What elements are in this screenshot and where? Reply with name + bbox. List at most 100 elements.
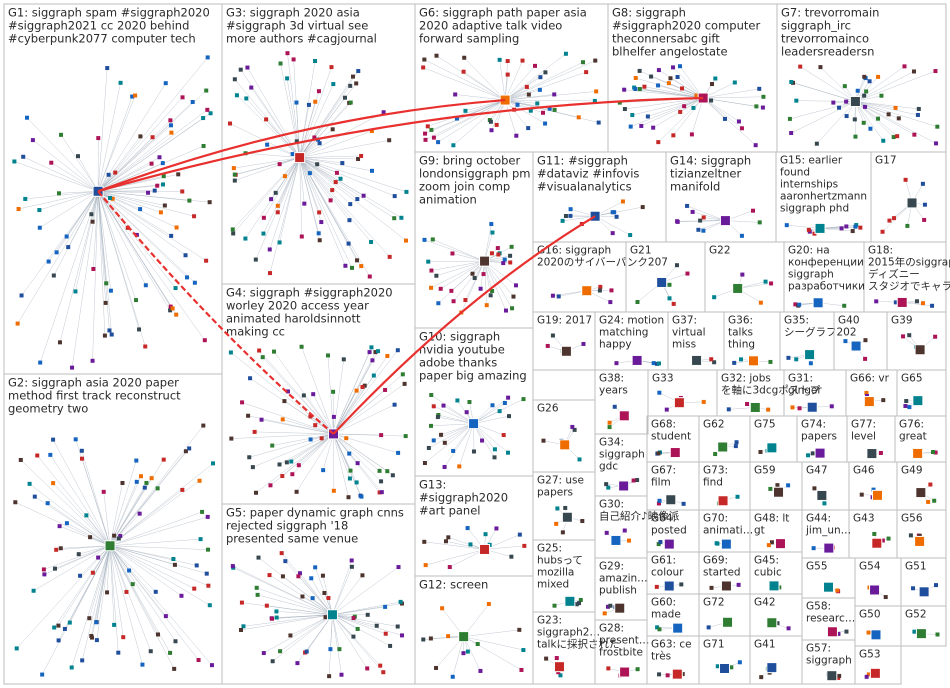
node-marker (489, 222, 493, 226)
node-marker (134, 459, 138, 463)
node-marker (48, 453, 52, 457)
node-marker (422, 540, 426, 544)
node-marker (383, 605, 387, 609)
node-marker (745, 402, 749, 406)
node-marker (564, 214, 568, 218)
node-marker (156, 486, 160, 490)
node-marker (887, 112, 891, 116)
node-marker (930, 304, 934, 308)
node-marker (903, 404, 907, 408)
node-marker (347, 242, 351, 246)
node-marker (912, 133, 916, 137)
node-marker (261, 355, 265, 359)
cluster-label-g71: G71 (703, 639, 725, 651)
node-marker (187, 446, 191, 450)
cluster-label-g12: G12: screen (419, 578, 488, 592)
node-marker (343, 264, 347, 268)
hub-node (907, 198, 917, 208)
hub-node (562, 512, 572, 522)
node-marker (181, 95, 185, 99)
node-marker (329, 198, 333, 202)
node-marker (921, 182, 925, 186)
node-marker (20, 293, 24, 297)
node-marker (554, 522, 558, 526)
node-marker (634, 76, 638, 80)
hub-node (913, 396, 923, 406)
node-marker (112, 623, 116, 627)
cluster-label-g3: G3: siggraph 2020 asia#siggraph 3d virtu… (226, 6, 377, 46)
hub-node (815, 448, 825, 458)
node-marker (208, 200, 212, 204)
node-marker (49, 161, 53, 165)
node-marker (210, 663, 214, 667)
hub-node (775, 539, 785, 549)
node-marker (432, 136, 436, 140)
node-marker (239, 628, 243, 632)
node-marker (388, 644, 392, 648)
node-marker (171, 557, 175, 561)
node-marker (187, 199, 191, 203)
node-marker (278, 162, 282, 166)
node-marker (109, 289, 113, 293)
node-marker (732, 361, 736, 365)
node-marker (384, 632, 388, 636)
node-marker (229, 350, 233, 354)
cluster-label-g55: G55 (806, 561, 828, 573)
node-marker (121, 635, 125, 639)
node-marker (608, 425, 612, 429)
node-marker (331, 390, 335, 394)
node-marker (326, 596, 330, 600)
node-marker (192, 587, 196, 591)
node-marker (139, 474, 143, 478)
hub-node (870, 668, 880, 678)
node-marker (38, 226, 42, 230)
node-marker (245, 66, 249, 70)
hub-node (692, 355, 702, 365)
node-marker (375, 624, 379, 628)
node-marker (740, 126, 744, 130)
hub-node (733, 283, 743, 293)
cluster-label-g11: G11: #siggraph#dataviz #infovis#visualan… (537, 154, 639, 194)
hub-node (672, 669, 682, 679)
node-marker (628, 233, 632, 237)
node-marker (169, 131, 173, 135)
node-marker (527, 93, 531, 97)
node-marker (581, 60, 585, 64)
node-marker (429, 393, 433, 397)
node-marker (446, 535, 450, 539)
cluster-label-g17: G17 (875, 155, 897, 167)
hub-node (720, 216, 730, 226)
node-marker (255, 586, 259, 590)
node-marker (901, 334, 905, 338)
cluster-label-g65: G65 (901, 373, 923, 385)
hub-node (850, 96, 860, 106)
node-marker (510, 306, 514, 310)
cluster-label-g22: G22 (709, 245, 731, 257)
node-marker (678, 110, 682, 114)
node-marker (289, 460, 293, 464)
node-marker (710, 82, 714, 86)
node-marker (396, 451, 400, 455)
node-marker (57, 191, 61, 195)
node-marker (334, 180, 338, 184)
cluster-label-g40: G40 (838, 315, 860, 327)
node-marker (473, 276, 477, 280)
node-marker (317, 210, 321, 214)
node-marker (764, 280, 768, 284)
node-marker (685, 272, 689, 276)
node-marker (229, 437, 233, 441)
node-marker (894, 106, 898, 110)
node-marker (578, 457, 582, 461)
node-marker (285, 460, 289, 464)
node-marker (496, 252, 500, 256)
hub-node (666, 495, 676, 505)
node-marker (490, 231, 494, 235)
node-marker (876, 75, 880, 79)
node-marker (830, 404, 834, 408)
node-marker (553, 604, 557, 608)
node-marker (288, 633, 292, 637)
node-marker (812, 546, 816, 550)
node-marker (102, 490, 106, 494)
cluster-label-g19: G19: 2017 (537, 315, 592, 327)
node-marker (271, 659, 275, 663)
